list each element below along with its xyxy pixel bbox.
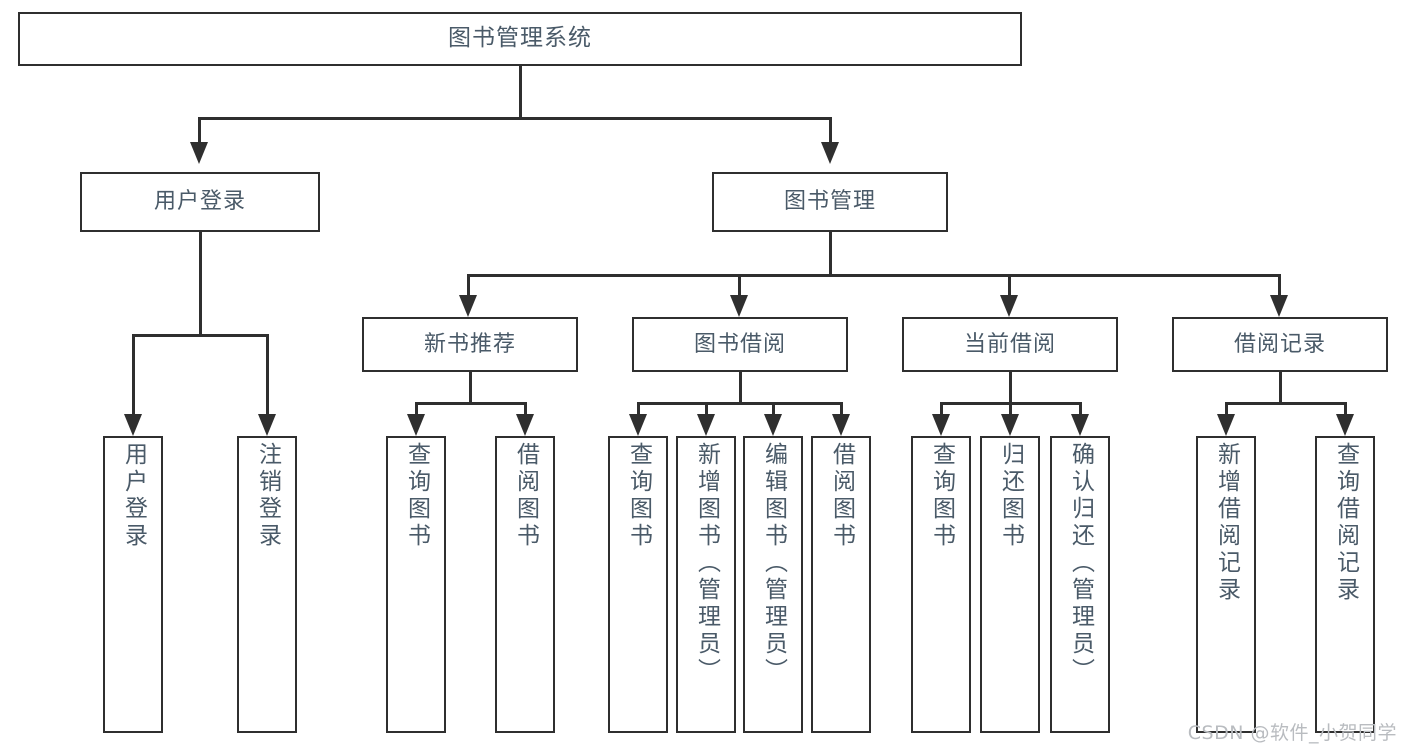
arrowhead-to-current-borrow <box>1000 295 1018 317</box>
connector-current-borrow-stem <box>1009 372 1012 404</box>
connector-borrow-record-bar <box>1225 402 1346 405</box>
connector-borrow-record-drop-2 <box>1344 402 1347 414</box>
node-label: 借阅图书 <box>512 442 539 550</box>
node-label: 新书推荐 <box>423 331 516 357</box>
connector-new-book-bar <box>415 402 526 405</box>
connector-borrow-record-stem <box>1279 372 1282 404</box>
arrowhead-to-leaf-return-book <box>1001 414 1019 436</box>
connector-borrow-record-drop-1 <box>1225 402 1228 414</box>
arrowhead-to-leaf-borrow-book-2 <box>832 414 850 436</box>
csdn-watermark: CSDN @软件_小贺同学 <box>1187 722 1397 744</box>
leaf-query-book-current[interactable]: 查询图书 <box>911 436 971 733</box>
node-label: 查询图书 <box>403 442 430 550</box>
node-label: 注销登录 <box>254 442 281 550</box>
connector-lvl3-drop-1 <box>467 274 470 295</box>
arrowhead-to-book-management <box>821 142 839 164</box>
connector-current-borrow-drop-1 <box>940 402 943 414</box>
connector-user-login-bar <box>132 334 269 337</box>
node-label: 查询图书 <box>625 442 652 550</box>
node-label: 借阅记录 <box>1233 331 1326 357</box>
connector-book-management-stem <box>829 232 832 276</box>
node-label: 用户登录 <box>120 442 147 550</box>
connector-lvl3-drop-4 <box>1278 274 1281 295</box>
node-label: 当前借阅 <box>963 331 1056 357</box>
connector-lvl3-drop-2 <box>738 274 741 295</box>
arrowhead-to-leaf-confirm-return <box>1071 414 1089 436</box>
node-book-management[interactable]: 图书管理 <box>712 172 948 232</box>
connector-lvl3-drop-3 <box>1008 274 1011 295</box>
arrowhead-to-borrow-record <box>1270 295 1288 317</box>
leaf-borrow-book[interactable]: 借阅图书 <box>811 436 871 733</box>
connector-book-borrow-bar <box>637 402 843 405</box>
leaf-query-book-recommend[interactable]: 查询图书 <box>386 436 446 733</box>
node-label: 查询图书 <box>928 442 955 550</box>
node-label: 新增图书（管理员） <box>693 442 720 685</box>
leaf-return-book[interactable]: 归还图书 <box>980 436 1040 733</box>
connector-root-right-drop <box>829 117 832 142</box>
connector-current-borrow-drop-3 <box>1079 402 1082 414</box>
arrowhead-to-leaf-query-book-2 <box>629 414 647 436</box>
node-book-management-system[interactable]: 图书管理系统 <box>18 12 1022 66</box>
connector-user-login-drop-2 <box>266 334 269 414</box>
connector-book-borrow-drop-1 <box>637 402 640 414</box>
node-label: 编辑图书（管理员） <box>760 442 787 685</box>
arrowhead-to-leaf-add-borrow-record <box>1217 414 1235 436</box>
node-new-book-recommend[interactable]: 新书推荐 <box>362 317 578 372</box>
arrowhead-to-user-login <box>190 142 208 164</box>
node-label: 借阅图书 <box>828 442 855 550</box>
leaf-logout[interactable]: 注销登录 <box>237 436 297 733</box>
connector-book-management-bar <box>467 274 1280 277</box>
connector-root-left-drop <box>198 117 201 142</box>
leaf-borrow-book-recommend[interactable]: 借阅图书 <box>495 436 555 733</box>
node-label: 图书管理系统 <box>448 25 592 52</box>
connector-book-borrow-drop-4 <box>840 402 843 414</box>
connector-new-book-stem <box>469 372 472 404</box>
arrowhead-to-leaf-query-book-3 <box>932 414 950 436</box>
arrowhead-to-leaf-user-login <box>124 414 142 436</box>
leaf-confirm-return-admin[interactable]: 确认归还（管理员） <box>1050 436 1110 733</box>
connector-new-book-drop-1 <box>415 402 418 414</box>
node-label: 用户登录 <box>153 189 246 215</box>
arrowhead-to-leaf-query-borrow-record <box>1336 414 1354 436</box>
node-borrow-record[interactable]: 借阅记录 <box>1172 317 1388 372</box>
arrowhead-to-leaf-query-book-1 <box>407 414 425 436</box>
node-user-login[interactable]: 用户登录 <box>80 172 320 232</box>
connector-book-borrow-drop-2 <box>705 402 708 414</box>
leaf-user-login[interactable]: 用户登录 <box>103 436 163 733</box>
leaf-add-book-admin[interactable]: 新增图书（管理员） <box>676 436 736 733</box>
arrowhead-to-leaf-borrow-book-1 <box>516 414 534 436</box>
leaf-add-borrow-record[interactable]: 新增借阅记录 <box>1196 436 1256 733</box>
connector-user-login-stem <box>199 232 202 336</box>
node-label: 图书管理 <box>783 189 876 215</box>
leaf-query-borrow-record[interactable]: 查询借阅记录 <box>1315 436 1375 733</box>
connector-book-borrow-stem <box>739 372 742 404</box>
node-label: 归还图书 <box>997 442 1024 550</box>
leaf-edit-book-admin[interactable]: 编辑图书（管理员） <box>743 436 803 733</box>
arrowhead-to-new-book-recommend <box>459 295 477 317</box>
connector-book-borrow-drop-3 <box>772 402 775 414</box>
connector-root-stem <box>519 66 522 119</box>
arrowhead-to-leaf-logout <box>258 414 276 436</box>
connector-root-bar <box>198 117 832 120</box>
node-label: 图书借阅 <box>693 331 786 357</box>
connector-current-borrow-drop-2 <box>1009 402 1012 414</box>
connector-new-book-drop-2 <box>524 402 527 414</box>
arrowhead-to-leaf-add-book <box>697 414 715 436</box>
node-label: 查询借阅记录 <box>1332 442 1359 604</box>
arrowhead-to-leaf-edit-book <box>764 414 782 436</box>
node-current-borrow[interactable]: 当前借阅 <box>902 317 1118 372</box>
node-label: 新增借阅记录 <box>1213 442 1240 604</box>
connector-user-login-drop-1 <box>132 334 135 414</box>
leaf-query-book-borrow[interactable]: 查询图书 <box>608 436 668 733</box>
node-label: 确认归还（管理员） <box>1067 442 1094 685</box>
arrowhead-to-book-borrow <box>730 295 748 317</box>
node-book-borrow[interactable]: 图书借阅 <box>632 317 848 372</box>
